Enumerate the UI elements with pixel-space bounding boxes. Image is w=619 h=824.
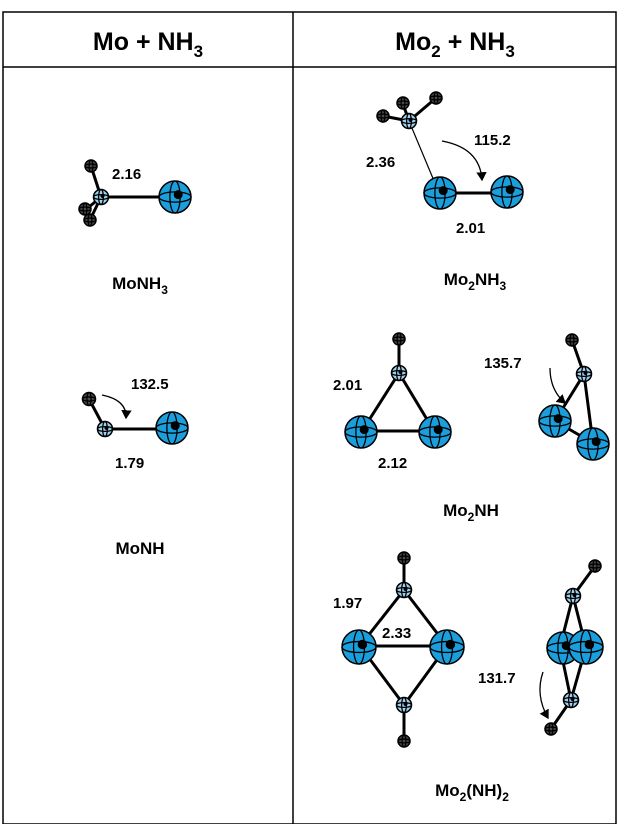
mo2nh3-name: Mo2NH3 — [444, 270, 507, 293]
molybdenum-atom — [538, 404, 572, 438]
nitrogen-atom — [390, 364, 408, 382]
nitrogen-atom — [92, 188, 110, 206]
monh-angle-label: 132.5 — [131, 376, 169, 393]
hydrogen-atom — [376, 109, 390, 123]
nitrogen-atom — [395, 696, 413, 714]
nitrogen-atom — [400, 112, 418, 130]
molybdenum-atom — [568, 629, 604, 665]
mo2nh-name: Mo2NH — [443, 501, 499, 524]
mo2nh2-side-structure — [539, 559, 604, 736]
hydrogen-atom — [84, 159, 98, 173]
left-column-header: Mo + NH3 — [93, 28, 203, 61]
mo2nh3-bond-label-n-mo: 2.36 — [366, 154, 395, 171]
mo2nh-bent-structure — [538, 333, 610, 461]
hydrogen-atom — [397, 734, 411, 748]
angle-arrow — [539, 671, 549, 720]
molybdenum-atom — [344, 415, 378, 449]
hydrogen-atom — [565, 333, 579, 347]
hydrogen-atom — [397, 551, 411, 565]
mo2nh3-bond-label-mo-mo: 2.01 — [456, 220, 485, 237]
right-column-header: Mo2 + NH3 — [395, 28, 515, 61]
molybdenum-atom — [429, 629, 465, 665]
nitrogen-atom — [562, 691, 580, 709]
monh3-name: MoNH3 — [112, 274, 168, 297]
mo2nh-planar-structure — [344, 332, 452, 449]
nitrogen-atom — [395, 581, 413, 599]
molybdenum-atom — [341, 629, 377, 665]
hydrogen-atom — [588, 559, 602, 573]
monh-structure — [81, 391, 189, 445]
hydrogen-atom — [396, 96, 410, 110]
molybdenum-atom — [490, 175, 524, 209]
angle-arrow — [101, 394, 132, 420]
mo2nh2-bond-label-mo-n: 1.97 — [333, 595, 362, 612]
nitrogen-atom — [575, 365, 593, 383]
hydrogen-atom — [78, 202, 92, 216]
hydrogen-atom — [392, 332, 406, 346]
molybdenum-atom — [158, 180, 192, 214]
n-mo-bond — [408, 120, 438, 189]
angle-arrow — [549, 367, 566, 404]
nitrogen-atom — [96, 420, 114, 438]
mo2nh2-angle-label: 131.7 — [478, 670, 516, 687]
nitrogen-atom — [564, 587, 582, 605]
mo2nh-bond-label-mo-mo: 2.12 — [378, 455, 407, 472]
mo2nh3-angle-label: 115.2 — [474, 132, 511, 149]
table-frame — [2, 11, 617, 824]
molybdenum-atom — [155, 411, 189, 445]
hydrogen-atom — [544, 722, 558, 736]
monh-bond-label: 1.79 — [115, 455, 144, 472]
molybdenum-atom — [576, 427, 610, 461]
hydrogen-atom — [429, 91, 443, 105]
monh-name: MoNH — [115, 539, 164, 558]
mo2nh2-name: Mo2(NH)2 — [435, 781, 509, 804]
mo2nh2-planar-structure — [341, 551, 465, 748]
monh3-structure — [78, 159, 192, 227]
mo2nh-bond-label-mo-n: 2.01 — [333, 377, 362, 394]
monh3-bond-label: 2.16 — [112, 166, 141, 183]
mo2nh-angle-label: 135.7 — [484, 355, 522, 372]
table-border — [2, 11, 617, 824]
mo2nh2-bond-label-mo-mo: 2.33 — [382, 625, 411, 642]
mo2nh3-structure — [376, 91, 524, 210]
hydrogen-atom — [83, 213, 97, 227]
molybdenum-atom — [418, 415, 452, 449]
hydrogen-atom — [81, 391, 97, 407]
molybdenum-atom — [423, 176, 457, 210]
angle-arrow — [441, 140, 487, 182]
